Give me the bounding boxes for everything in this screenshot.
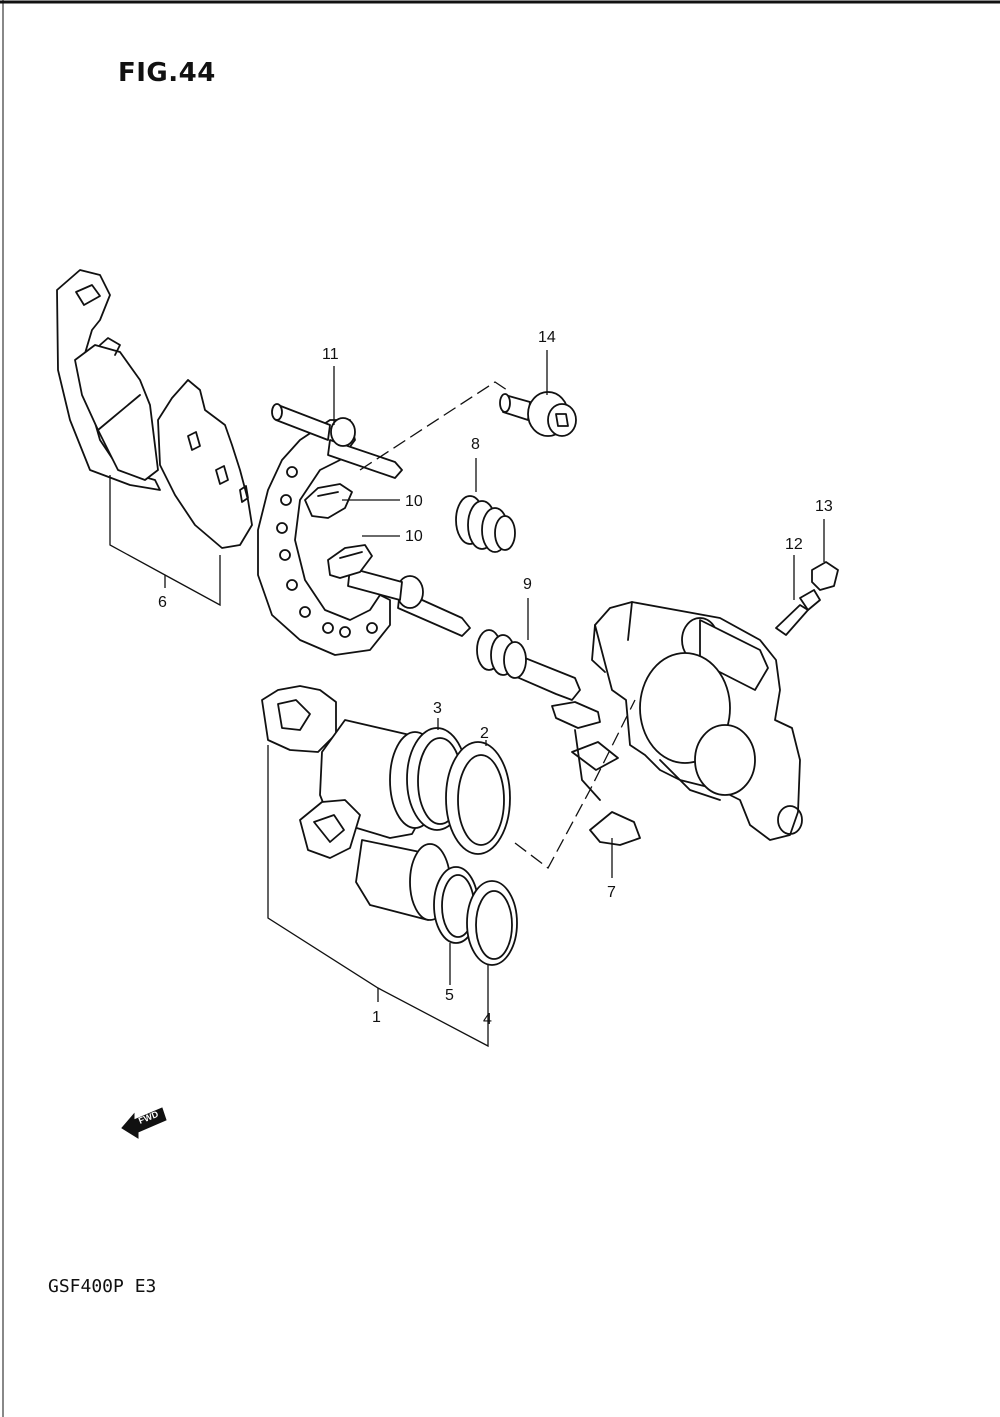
- callout-8: 8: [471, 436, 480, 453]
- callout-2: 2: [480, 725, 489, 742]
- callout-labels: 1 2 3 4 5 6 7 8 9 10 10 11 12 13 14: [158, 329, 833, 1028]
- bleeder-valve: [775, 589, 821, 636]
- caliper-body: [591, 601, 803, 841]
- callout-3: 3: [433, 700, 442, 717]
- pad-spring-clip-upper: [304, 483, 353, 519]
- model-code: GSF400P E3: [48, 1276, 157, 1297]
- caliper-bracket: [257, 403, 471, 656]
- leader-lines: [267, 350, 825, 1048]
- callout-9: 9: [523, 576, 532, 593]
- slide-pin-with-boot: [476, 629, 581, 701]
- callout-6: 6: [158, 594, 167, 611]
- callout-13: 13: [815, 498, 833, 515]
- callout-1: 1: [372, 1009, 381, 1026]
- forward-direction-arrow-icon: FWD: [121, 1107, 167, 1139]
- dust-seal-large: [445, 741, 511, 855]
- callout-10-lower: 10: [405, 528, 423, 545]
- brake-pad-set: [56, 269, 253, 607]
- pad-retainer: [551, 701, 641, 846]
- callout-11: 11: [322, 346, 339, 363]
- callout-4: 4: [483, 1011, 492, 1028]
- callout-14: 14: [538, 329, 556, 346]
- callout-5: 5: [445, 987, 454, 1004]
- mounting-bolt: [499, 391, 577, 437]
- figure-title: FIG.44: [118, 58, 216, 88]
- bleeder-cap: [811, 561, 839, 591]
- callout-12: 12: [785, 536, 803, 553]
- pad-spring-clip-lower: [327, 544, 373, 579]
- dust-seal-small: [466, 880, 518, 966]
- dust-boot: [455, 495, 516, 553]
- callout-7: 7: [607, 884, 616, 901]
- callout-10-upper: 10: [405, 493, 423, 510]
